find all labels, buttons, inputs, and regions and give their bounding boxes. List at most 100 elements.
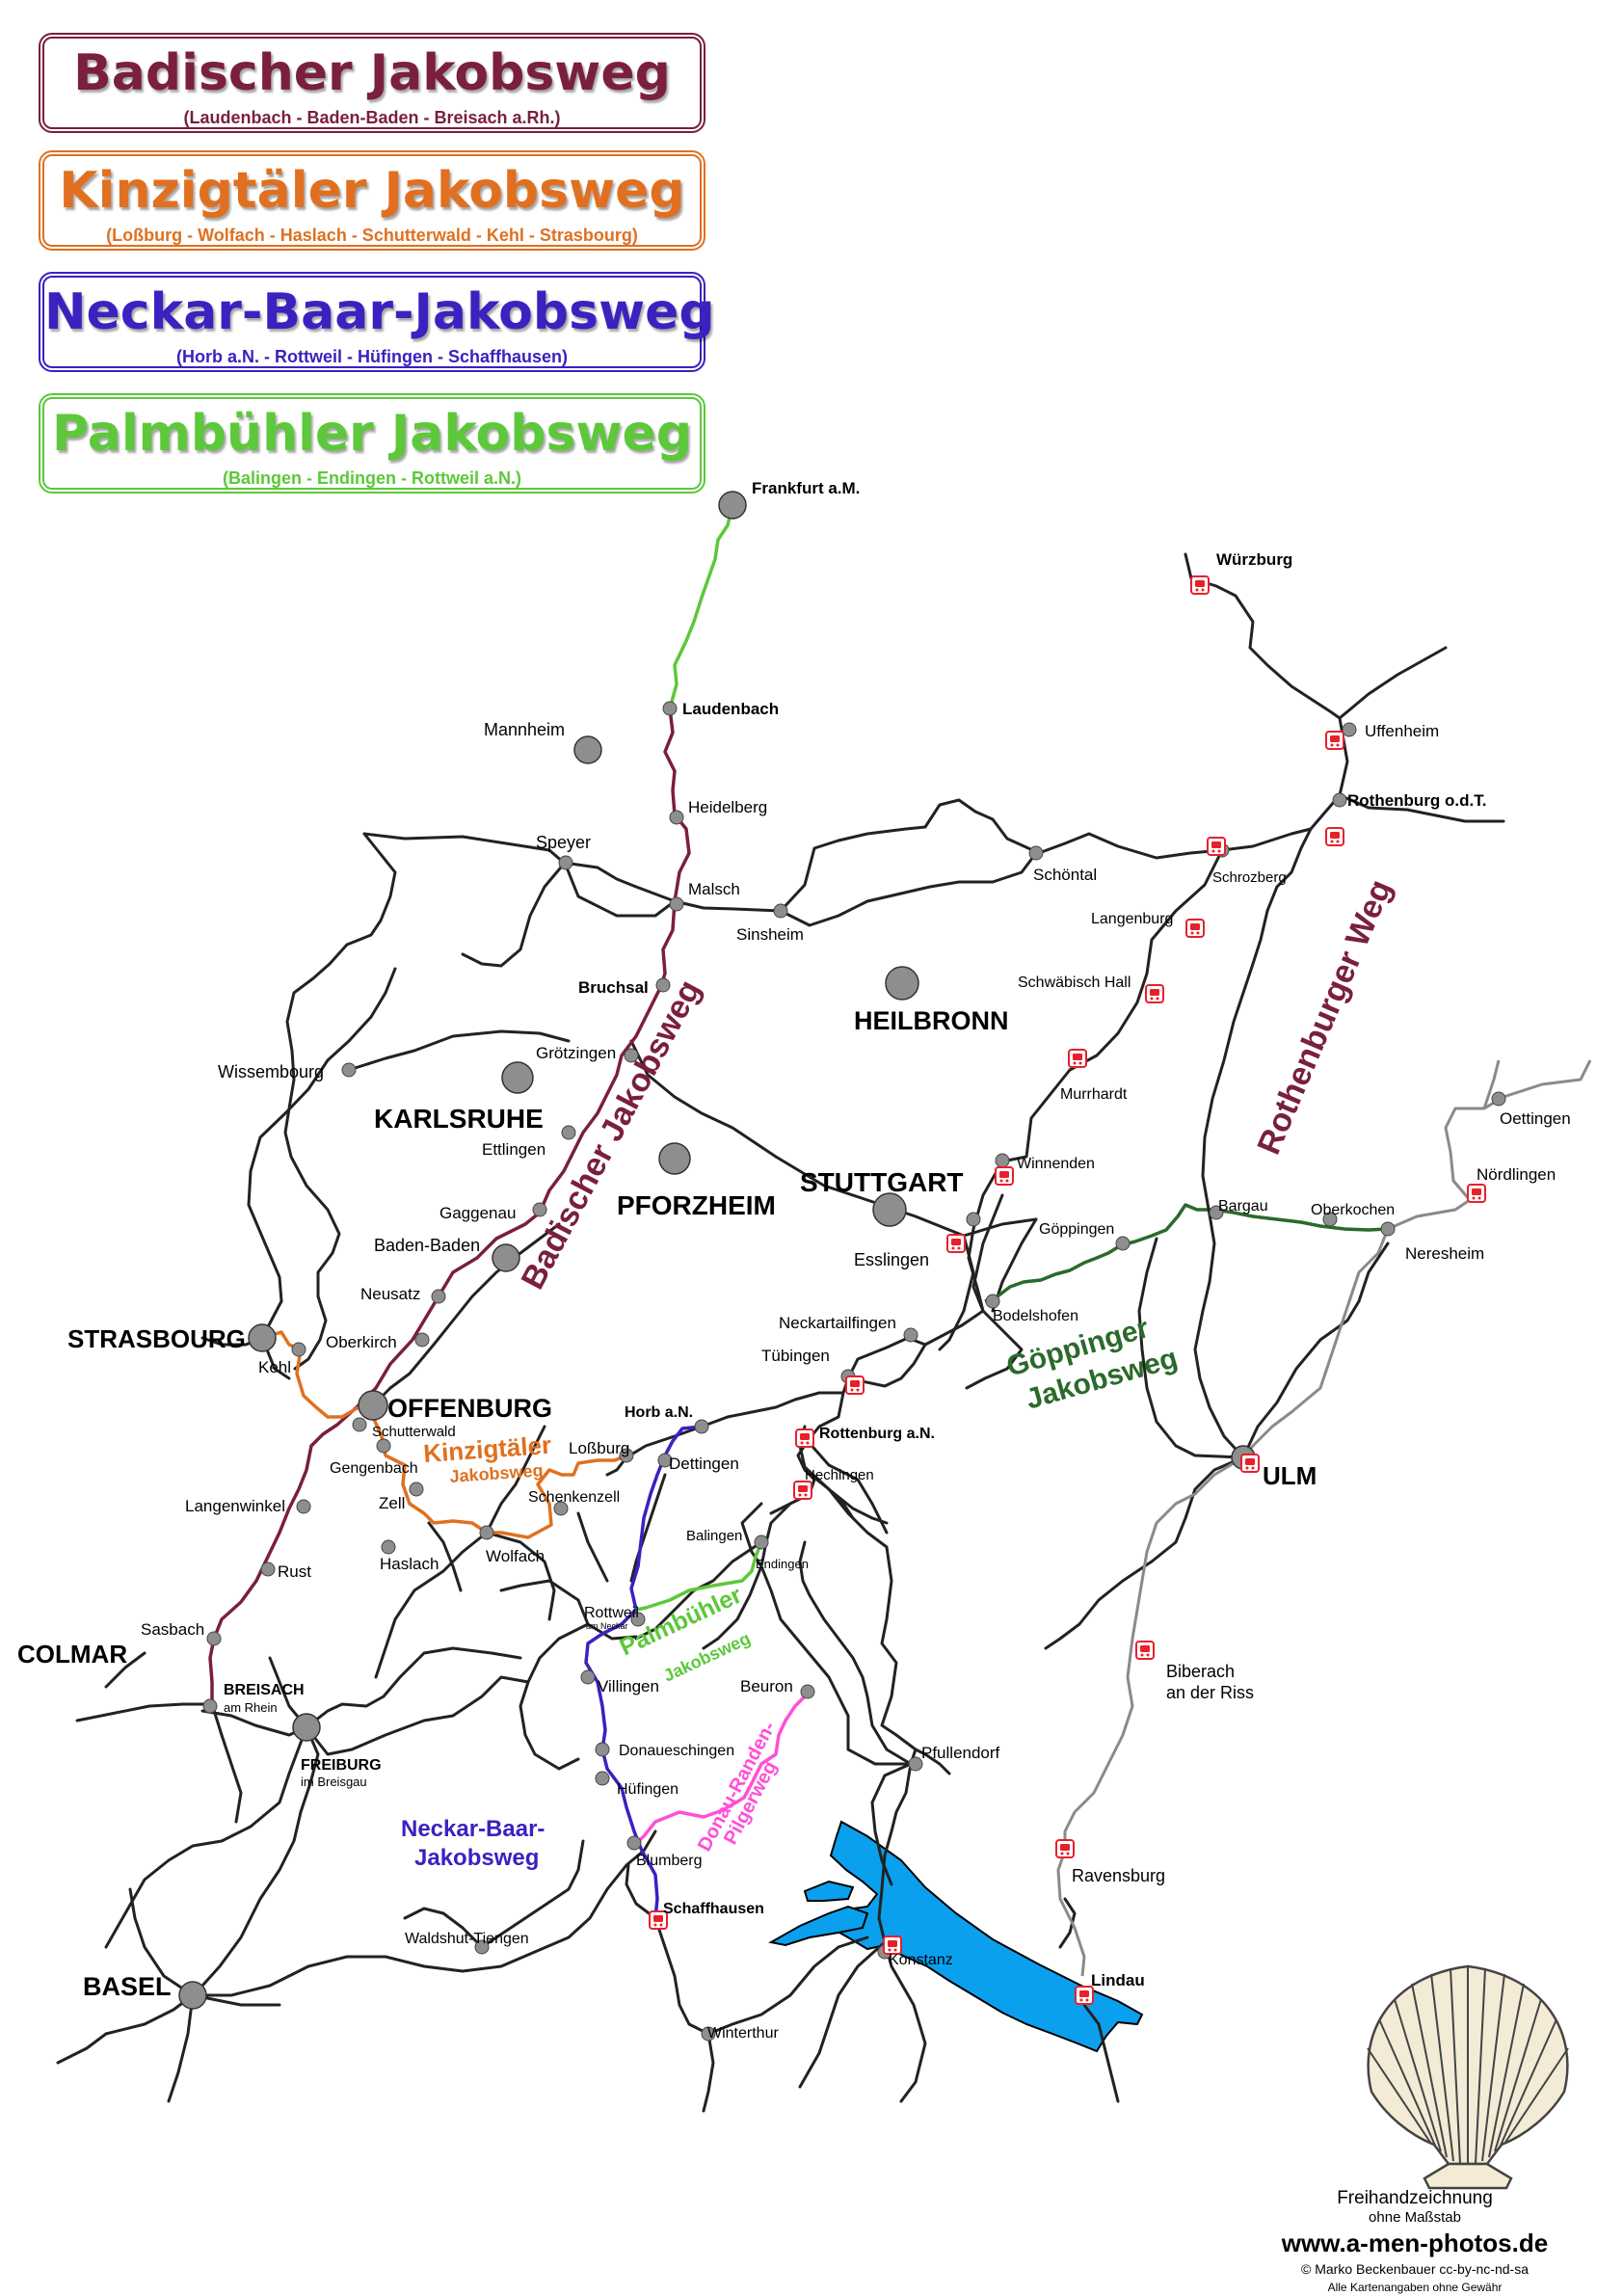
city-colmar: COLMAR — [17, 1640, 127, 1669]
city-esslingen: Esslingen — [854, 1250, 929, 1269]
city-strasbourg: STRASBOURG — [67, 1324, 246, 1353]
city-schaffhausen: Schaffhausen — [663, 1901, 764, 1917]
city-ettlingen: Ettlingen — [482, 1140, 545, 1159]
city-heidelberg: Heidelberg — [688, 798, 767, 816]
city-noerdlingen: Nördlingen — [1477, 1165, 1556, 1184]
city-langenburg: Langenburg — [1091, 911, 1173, 927]
city-freiburg-sub: im Breisgau — [301, 1775, 367, 1789]
label-badischer-route: Badischer Jakobsweg — [515, 974, 708, 1295]
legend-subtitle-kinzig: (Loßburg - Wolfach - Haslach - Schutterw… — [106, 226, 638, 245]
city-bodelshofen: Bodelshofen — [993, 1308, 1078, 1324]
legend-subtitle-neckar: (Horb a.N. - Rottweil - Hüfingen - Schaf… — [176, 347, 568, 366]
city-offenburg: OFFENBURG — [387, 1394, 552, 1423]
lake-arm-2 — [803, 1880, 855, 1902]
scallop-shell-icon — [1367, 1964, 1569, 2190]
city-ravensburg: Ravensburg — [1072, 1866, 1165, 1885]
legend-title-badischer: Badischer Jakobsweg — [73, 44, 671, 102]
legend-title-kinzig: Kinzigtäler Jakobsweg — [59, 162, 685, 220]
legend-kinzig: Kinzigtäler Jakobsweg (Loßburg - Wolfach… — [39, 150, 705, 251]
city-biberach-sub: an der Riss — [1166, 1683, 1254, 1702]
city-schenkenzell: Schenkenzell — [528, 1489, 620, 1506]
city-stuttgart: STUTTGART — [800, 1167, 964, 1197]
label-neckar-1: Neckar-Baar- — [401, 1816, 545, 1842]
city-konstanz: Konstanz — [889, 1952, 953, 1968]
goeppinger-route — [984, 1203, 1389, 1303]
city-goeppingen: Göppingen — [1039, 1221, 1114, 1238]
attribution-line1: Freihandzeichnung — [1337, 2188, 1493, 2208]
city-oberkirch: Oberkirch — [326, 1333, 397, 1351]
city-neckartailfingen: Neckartailfingen — [779, 1314, 896, 1332]
city-bargau: Bargau — [1218, 1198, 1268, 1215]
legend-subtitle-palm: (Balingen - Endingen - Rottweil a.N.) — [223, 468, 521, 488]
legend-palm: Palmbühler Jakobsweg (Balingen - Endinge… — [39, 393, 705, 494]
city-markers — [178, 491, 1256, 2010]
city-endingen: Endingen — [756, 1557, 809, 1571]
city-schwaebischhall: Schwäbisch Hall — [1018, 974, 1131, 991]
city-uffenheim: Uffenheim — [1365, 722, 1439, 740]
grey-route — [1056, 1059, 1592, 1977]
city-wuerzburg: Würzburg — [1216, 550, 1292, 569]
city-rottweil: Rottweil — [584, 1605, 639, 1621]
city-huefingen: Hüfingen — [617, 1781, 678, 1798]
city-tuebingen: Tübingen — [761, 1347, 830, 1365]
attribution-disclaimer: Alle Kartenangaben ohne Gewähr — [1327, 2281, 1503, 2294]
city-langenwinkel: Langenwinkel — [185, 1497, 285, 1515]
lake-arm — [768, 1905, 869, 1947]
city-gengenbach: Gengenbach — [330, 1460, 418, 1477]
city-waldshut: Waldshut-Tiengen — [405, 1931, 529, 1947]
city-murrhardt: Murrhardt — [1060, 1086, 1128, 1103]
legend-subtitle-badischer: (Laudenbach - Baden-Baden - Breisach a.R… — [183, 108, 561, 127]
city-villingen: Villingen — [598, 1677, 659, 1695]
label-neckar-2: Jakobsweg — [414, 1845, 539, 1871]
city-groetzingen: Grötzingen — [536, 1044, 616, 1062]
city-biberach: Biberach — [1166, 1662, 1235, 1681]
city-breisach: BREISACH — [224, 1682, 305, 1698]
city-gaggenau: Gaggenau — [439, 1204, 516, 1222]
frankfurt-route — [668, 504, 734, 709]
city-speyer: Speyer — [536, 833, 591, 852]
attribution-copyright: © Marko Beckenbauer cc-by-nc-nd-sa — [1301, 2261, 1529, 2277]
badischer-route — [208, 707, 691, 1704]
city-neresheim: Neresheim — [1405, 1244, 1484, 1263]
legend-neckar: Neckar-Baar-Jakobsweg (Horb a.N. - Rottw… — [39, 272, 715, 372]
city-mannheim: Mannheim — [484, 720, 565, 739]
city-ulm: ULM — [1263, 1461, 1317, 1490]
legend-badischer: Badischer Jakobsweg (Laudenbach - Baden-… — [39, 33, 705, 133]
city-rothenburg: Rothenburg o.d.T. — [1347, 791, 1486, 810]
city-freiburg: FREIBURG — [301, 1757, 382, 1774]
city-pforzheim: PFORZHEIM — [617, 1190, 776, 1220]
palm-route — [635, 1541, 763, 1612]
attribution-url[interactable]: www.a-men-photos.de — [1281, 2229, 1549, 2257]
city-malsch: Malsch — [688, 880, 740, 898]
city-donaueschingen: Donaueschingen — [619, 1743, 734, 1759]
city-schrozberg: Schrozberg — [1212, 869, 1287, 886]
city-breisach-sub: am Rhein — [224, 1700, 278, 1715]
city-winnenden: Winnenden — [1017, 1156, 1095, 1172]
city-oettingen: Oettingen — [1500, 1109, 1571, 1128]
city-laudenbach: Laudenbach — [682, 700, 779, 718]
city-hechingen: Hechingen — [805, 1467, 874, 1483]
city-wissembourg: Wissembourg — [218, 1062, 324, 1081]
rothenburger-route — [1193, 828, 1313, 1459]
donau-route — [634, 1695, 807, 1845]
city-dettingen: Dettingen — [669, 1455, 739, 1473]
neckar-route — [584, 1425, 703, 1919]
city-pfullendorf: Pfullendorf — [921, 1744, 1000, 1762]
city-sasbach: Sasbach — [141, 1620, 204, 1639]
city-oberkochen: Oberkochen — [1311, 1202, 1395, 1218]
city-schoental: Schöntal — [1033, 866, 1097, 884]
city-kehl: Kehl — [258, 1358, 291, 1376]
city-zell: Zell — [379, 1494, 405, 1512]
legend-title-neckar: Neckar-Baar-Jakobsweg — [44, 283, 715, 341]
city-badenbaden: Baden-Baden — [374, 1236, 480, 1255]
city-heilbronn: HEILBRONN — [854, 1006, 1009, 1035]
city-balingen: Balingen — [686, 1528, 742, 1544]
city-beuron: Beuron — [740, 1677, 793, 1695]
city-winterthur: Winterthur — [707, 2025, 779, 2042]
attribution-line2: ohne Maßstab — [1369, 2209, 1461, 2226]
kinzig-route — [261, 1330, 627, 1539]
legend-title-palm: Palmbühler Jakobsweg — [52, 405, 692, 463]
city-sinsheim: Sinsheim — [736, 925, 804, 944]
city-lossburg: Loßburg — [569, 1439, 629, 1457]
